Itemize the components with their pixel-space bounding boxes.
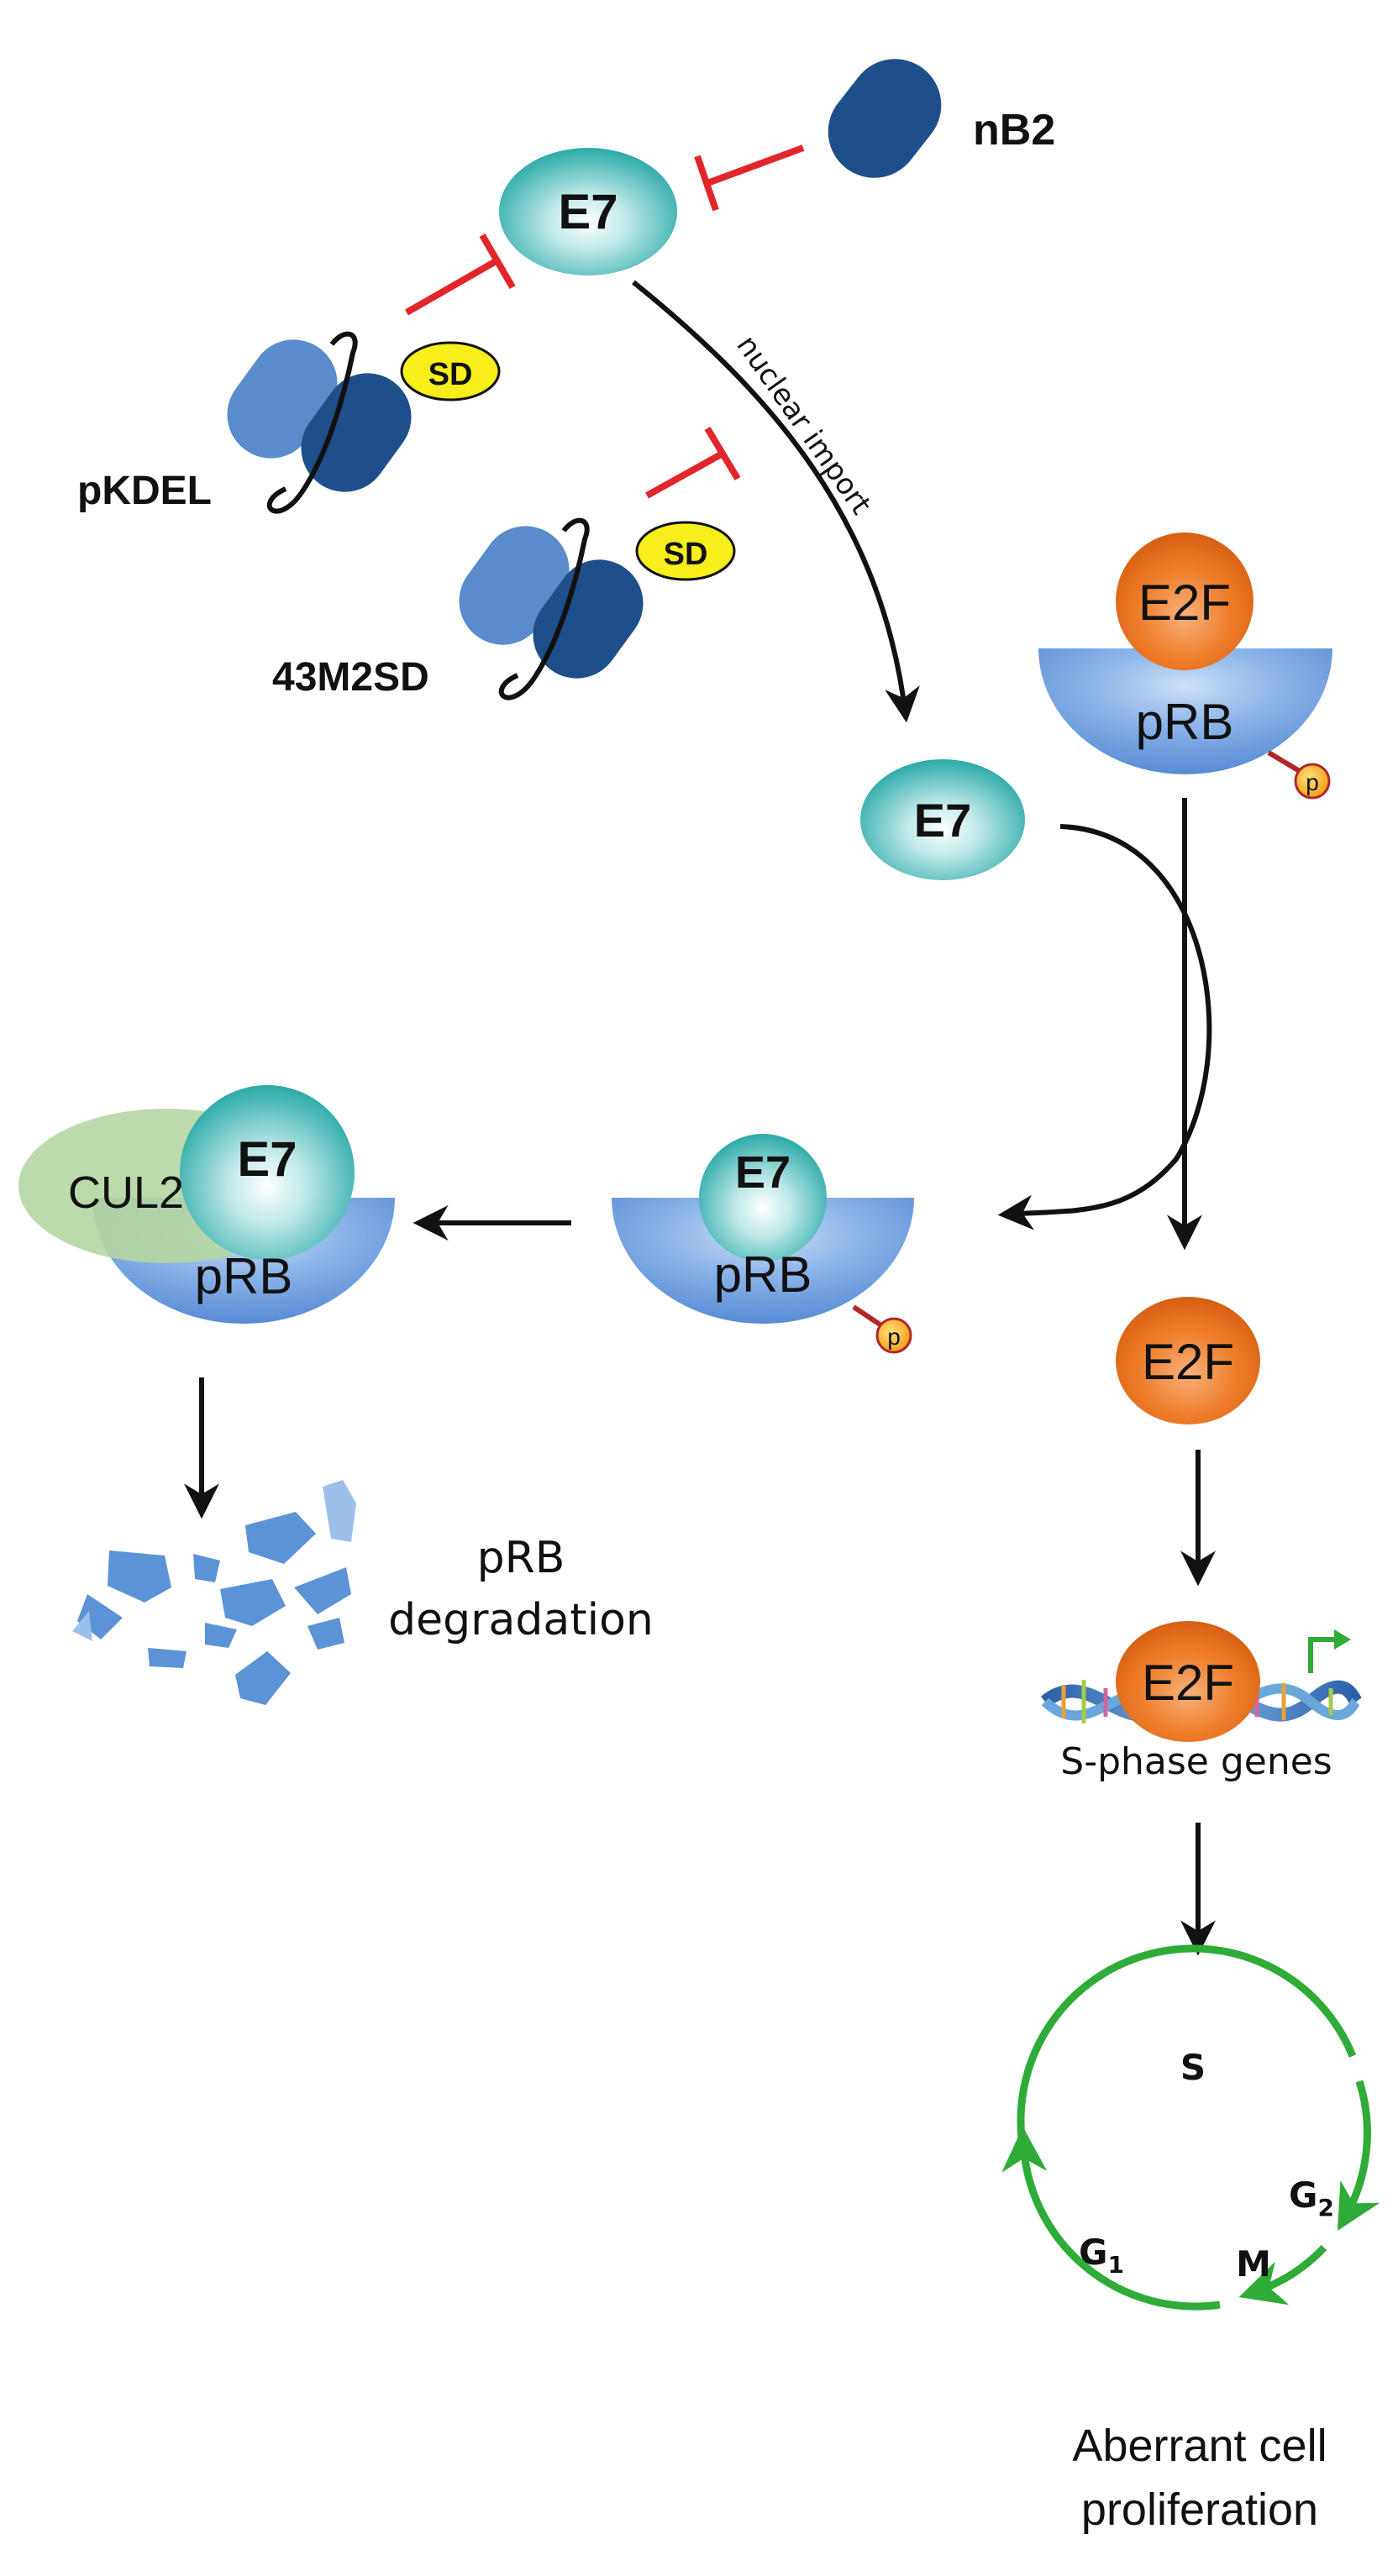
phospho-stem xyxy=(1267,750,1304,775)
cycle-arc-s xyxy=(1017,1944,1357,2151)
tss-arrow xyxy=(1308,1637,1336,1673)
e2f-oval xyxy=(1116,1297,1260,1424)
prb-degradation-line2: degradation xyxy=(388,1595,654,1645)
e2f-oval xyxy=(1116,1621,1260,1742)
pkdel-intrabody: SD xyxy=(227,331,501,514)
inhibit-nb2-e7 xyxy=(694,144,805,212)
cycle-arc-g1 xyxy=(1001,2126,1221,2311)
outcome-line1: Aberrant cell xyxy=(1072,2421,1327,2471)
phospho-stem xyxy=(852,1304,886,1330)
e7-nuclear: E7 xyxy=(860,759,1025,880)
e7-oval xyxy=(180,1085,355,1260)
e7-oval xyxy=(860,759,1025,880)
e7-label: E7 xyxy=(735,1147,791,1198)
nuclear-import-label: nuclear import xyxy=(730,329,878,521)
phase-g1-label: G1 xyxy=(1079,2232,1124,2279)
s-phase-genes-label: S-phase genes xyxy=(1060,1740,1332,1783)
phase-g2-label: G2 xyxy=(1289,2175,1334,2222)
inhibit-43m2sd xyxy=(645,426,741,499)
prb-degradation-line1: pRB xyxy=(477,1533,565,1583)
m43m2sd-domain-dark xyxy=(533,559,644,679)
prb-label: pRB xyxy=(714,1246,812,1303)
phase-m-label: M xyxy=(1236,2243,1271,2285)
e2f-prb-complex: E2F pRB p xyxy=(1038,533,1332,800)
e7-label: E7 xyxy=(238,1132,297,1187)
m43m2sd-linker xyxy=(498,517,590,700)
inhibit-pkdel-e7 xyxy=(405,233,516,316)
prb-bowl xyxy=(1038,648,1332,774)
outcome-line2: proliferation xyxy=(1081,2484,1318,2535)
dna-s-phase-genes: E2F xyxy=(1040,1621,1362,1742)
m43m2sd-label: 43M2SD xyxy=(272,655,429,700)
cycle-arc-m xyxy=(1238,2244,1327,2306)
phase-s-label: S xyxy=(1180,2047,1206,2088)
prb-label: pRB xyxy=(195,1248,293,1304)
pkdel-sd-label: SD xyxy=(428,357,473,392)
e2f-label: E2F xyxy=(1142,1334,1234,1390)
m43m2sd-intrabody: SD xyxy=(459,517,736,700)
e7-prb-complex: E7 pRB p xyxy=(612,1134,914,1354)
e2f-free: E2F xyxy=(1116,1297,1260,1424)
e7-label: E7 xyxy=(559,185,618,239)
tss-arrowhead xyxy=(1334,1629,1351,1650)
m43m2sd-sd-tag xyxy=(635,521,736,581)
cul2-label: CUL2 xyxy=(68,1167,184,1218)
prb-label: pRB xyxy=(1136,694,1234,750)
prb-fragments xyxy=(72,1480,356,1705)
nb2-domain xyxy=(828,59,942,178)
nb2-nanobody xyxy=(828,59,942,178)
m43m2sd-sd-label: SD xyxy=(664,537,708,572)
cycle-arc-g2 xyxy=(1337,2080,1380,2232)
phospho-label: p xyxy=(887,1324,901,1350)
e7-cytoplasmic: E7 xyxy=(499,148,677,275)
e7-label: E7 xyxy=(914,794,972,847)
phospho-circle xyxy=(1294,763,1331,800)
pkdel-domain-dark xyxy=(301,373,412,492)
cell-cycle xyxy=(1001,1944,1380,2311)
phospho-label: p xyxy=(1306,769,1319,795)
pkdel-linker xyxy=(266,331,358,514)
pkdel-sd-tag xyxy=(400,341,501,401)
e7-binding-arrow xyxy=(997,824,1212,1230)
e2f-oval xyxy=(1116,533,1253,670)
e7-oval xyxy=(699,1134,827,1262)
phospho-circle xyxy=(875,1317,912,1354)
nb2-label: nB2 xyxy=(973,106,1055,155)
e2f-label: E2F xyxy=(1138,574,1231,631)
nuclear-import-arrow xyxy=(632,280,920,723)
e7-oval xyxy=(499,148,677,275)
cul2-e7-prb-complex: CUL2 E7 pRB xyxy=(18,1085,395,1324)
e2f-label: E2F xyxy=(1142,1655,1234,1711)
pkdel-label: pKDEL xyxy=(77,469,212,513)
